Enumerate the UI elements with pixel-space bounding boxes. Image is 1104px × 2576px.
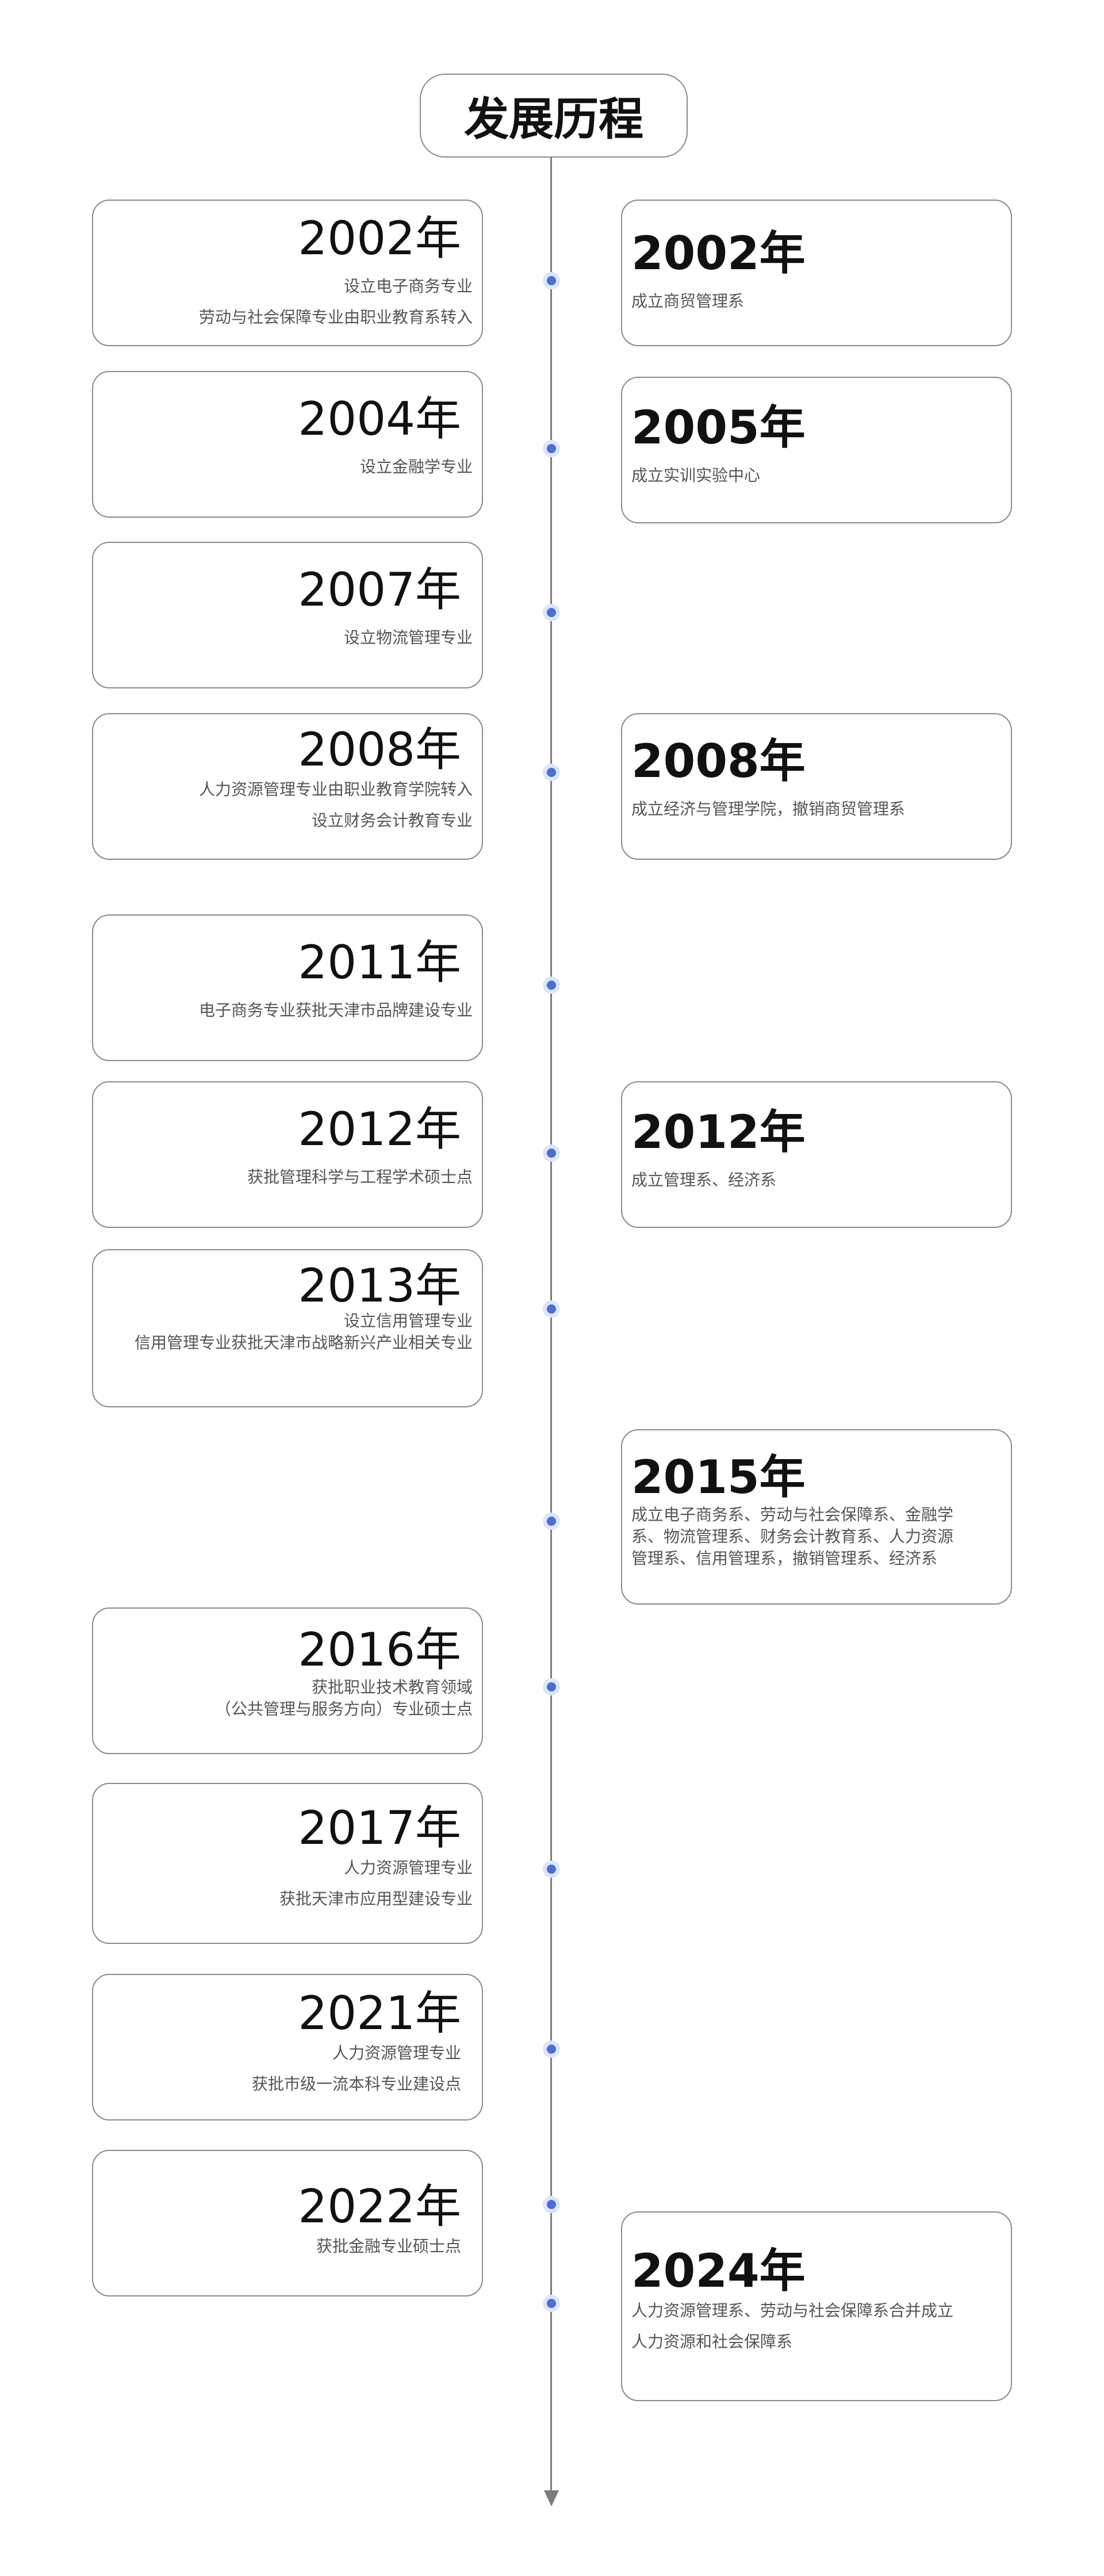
event-year: 2016年 bbox=[298, 1623, 461, 1676]
event-card-2024-right: 2024年 人力资源管理系、劳动与社会保障系合并成立 人力资源和社会保障系 bbox=[621, 2211, 1012, 2401]
event-year: 2011年 bbox=[298, 936, 461, 989]
event-line: 设立信用管理专业 bbox=[343, 1311, 473, 1330]
event-line: 成立实训实验中心 bbox=[631, 466, 761, 485]
event-line: 获批职业技术教育领域 bbox=[311, 1678, 473, 1697]
event-year: 2021年 bbox=[298, 1986, 461, 2040]
event-year: 2017年 bbox=[298, 1801, 461, 1855]
event-line: 获批天津市应用型建设专业 bbox=[279, 1889, 473, 1908]
event-card-2007-left: 2007年 设立物流管理专业 bbox=[92, 542, 483, 688]
timeline-dot bbox=[547, 1149, 556, 1158]
event-year: 2002年 bbox=[298, 212, 461, 265]
timeline-dot bbox=[547, 2045, 556, 2054]
event-card-2011-left: 2011年 电子商务专业获批天津市品牌建设专业 bbox=[92, 914, 483, 1061]
timeline-dot bbox=[547, 981, 556, 990]
event-card-2004-left: 2004年 设立金融学专业 bbox=[92, 371, 483, 518]
event-line: 获批市级一流本科专业建设点 bbox=[251, 2074, 461, 2093]
event-line: 人力资源和社会保障系 bbox=[631, 2332, 793, 2351]
event-year: 2002年 bbox=[631, 227, 806, 280]
timeline-dot bbox=[547, 608, 556, 617]
event-card-2015-right: 2015年 成立电子商务系、劳动与社会保障系、金融学 系、物流管理系、财务会计教… bbox=[621, 1429, 1012, 1605]
event-year: 2022年 bbox=[298, 2180, 461, 2233]
event-line: 设立物流管理专业 bbox=[343, 628, 473, 647]
timeline-dot bbox=[547, 2200, 556, 2209]
event-year: 2013年 bbox=[298, 1259, 461, 1312]
event-line: 成立电子商务系、劳动与社会保障系、金融学 bbox=[631, 1505, 954, 1524]
event-line: 电子商务专业获批天津市品牌建设专业 bbox=[198, 1001, 473, 1020]
event-card-2017-left: 2017年 人力资源管理专业 获批天津市应用型建设专业 bbox=[92, 1783, 483, 1944]
event-year: 2012年 bbox=[298, 1103, 461, 1156]
event-line: （公共管理与服务方向）专业硕士点 bbox=[214, 1700, 473, 1718]
event-line: 系、物流管理系、财务会计教育系、人力资源 bbox=[631, 1527, 954, 1546]
event-line: 管理系、信用管理系，撤销管理系、经济系 bbox=[631, 1549, 938, 1568]
event-card-2002-right: 2002年 成立商贸管理系 bbox=[621, 200, 1012, 346]
event-card-2022-left: 2022年 获批金融专业硕士点 bbox=[92, 2150, 483, 2296]
event-year: 2008年 bbox=[631, 734, 806, 788]
event-line: 设立财务会计教育专业 bbox=[311, 811, 473, 830]
timeline-axis bbox=[550, 158, 552, 2493]
event-line: 人力资源管理专业 bbox=[343, 1858, 473, 1877]
event-card-2005-right: 2005年 成立实训实验中心 bbox=[621, 377, 1012, 523]
event-line: 劳动与社会保障专业由职业教育系转入 bbox=[198, 308, 473, 327]
event-line: 设立金融学专业 bbox=[359, 457, 473, 476]
event-card-2002-left: 2002年 设立电子商务专业 劳动与社会保障专业由职业教育系转入 bbox=[92, 200, 483, 346]
timeline-dot bbox=[547, 2299, 556, 2308]
event-year: 2008年 bbox=[298, 723, 461, 776]
event-line: 成立管理系、经济系 bbox=[631, 1170, 777, 1189]
timeline-arrow-icon bbox=[544, 2490, 559, 2506]
event-line: 信用管理专业获批天津市战略新兴产业相关专业 bbox=[134, 1333, 473, 1352]
timeline-dot bbox=[547, 1865, 556, 1874]
event-line: 获批管理科学与工程学术硕士点 bbox=[247, 1168, 473, 1186]
event-card-2012-left: 2012年 获批管理科学与工程学术硕士点 bbox=[92, 1081, 483, 1228]
event-year: 2005年 bbox=[631, 401, 806, 454]
event-line: 获批金融专业硕士点 bbox=[316, 2237, 461, 2256]
event-card-2016-left: 2016年 获批职业技术教育领域 （公共管理与服务方向）专业硕士点 bbox=[92, 1607, 483, 1754]
event-line: 人力资源管理专业由职业教育学院转入 bbox=[198, 780, 473, 799]
event-year: 2004年 bbox=[298, 392, 461, 446]
timeline-dot bbox=[547, 1517, 556, 1526]
event-year: 2015年 bbox=[631, 1450, 806, 1504]
event-year: 2024年 bbox=[631, 2244, 806, 2298]
event-card-2012-right: 2012年 成立管理系、经济系 bbox=[621, 1081, 1012, 1228]
page-title: 发展历程 bbox=[420, 74, 688, 158]
timeline-dot bbox=[547, 276, 556, 285]
event-line: 成立经济与管理学院，撤销商贸管理系 bbox=[631, 799, 906, 818]
event-card-2008-right: 2008年 成立经济与管理学院，撤销商贸管理系 bbox=[621, 713, 1012, 860]
event-year: 2012年 bbox=[631, 1105, 806, 1159]
event-line: 人力资源管理专业 bbox=[332, 2043, 461, 2062]
event-card-2021-left: 2021年 人力资源管理专业 获批市级一流本科专业建设点 bbox=[92, 1974, 483, 2120]
timeline-dot bbox=[547, 768, 556, 777]
event-line: 设立电子商务专业 bbox=[343, 277, 473, 296]
event-year: 2007年 bbox=[298, 563, 461, 617]
event-card-2013-left: 2013年 设立信用管理专业 信用管理专业获批天津市战略新兴产业相关专业 bbox=[92, 1249, 483, 1407]
timeline-dot bbox=[547, 444, 556, 453]
timeline-dot bbox=[547, 1682, 556, 1691]
event-line: 人力资源管理系、劳动与社会保障系合并成立 bbox=[631, 2301, 954, 2320]
event-card-2008-left: 2008年 人力资源管理专业由职业教育学院转入 设立财务会计教育专业 bbox=[92, 713, 483, 860]
timeline-dot bbox=[547, 1304, 556, 1314]
event-line: 成立商贸管理系 bbox=[631, 292, 745, 311]
